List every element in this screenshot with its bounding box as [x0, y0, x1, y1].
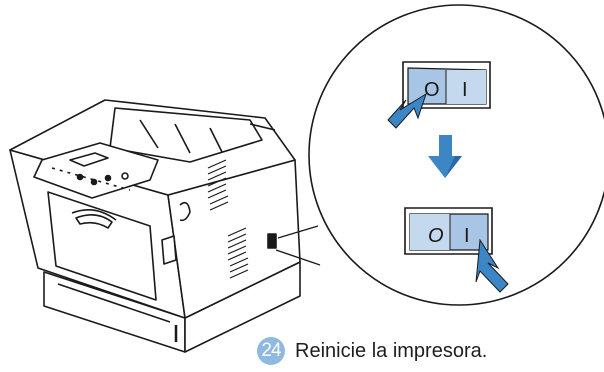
- step-instruction: Reinicie la impresora.: [295, 339, 488, 362]
- step-number-badge: 24: [257, 337, 285, 365]
- press-arrow-icon: [387, 92, 427, 129]
- zoom-circle: [308, 4, 604, 306]
- step-caption: 24 Reinicie la impresora.: [257, 336, 487, 366]
- zoom-leader-line: [275, 225, 321, 266]
- down-arrow-icon: [428, 135, 462, 178]
- switch-before-i: I: [462, 79, 468, 101]
- power-switch-on-icon: O I: [404, 207, 493, 255]
- switch-after-o: O: [428, 225, 444, 247]
- press-arrow-icon-bottom: [475, 238, 509, 293]
- printer-icon: [9, 99, 301, 353]
- switch-after-i: I: [464, 225, 470, 247]
- switch-before-o: O: [424, 79, 440, 101]
